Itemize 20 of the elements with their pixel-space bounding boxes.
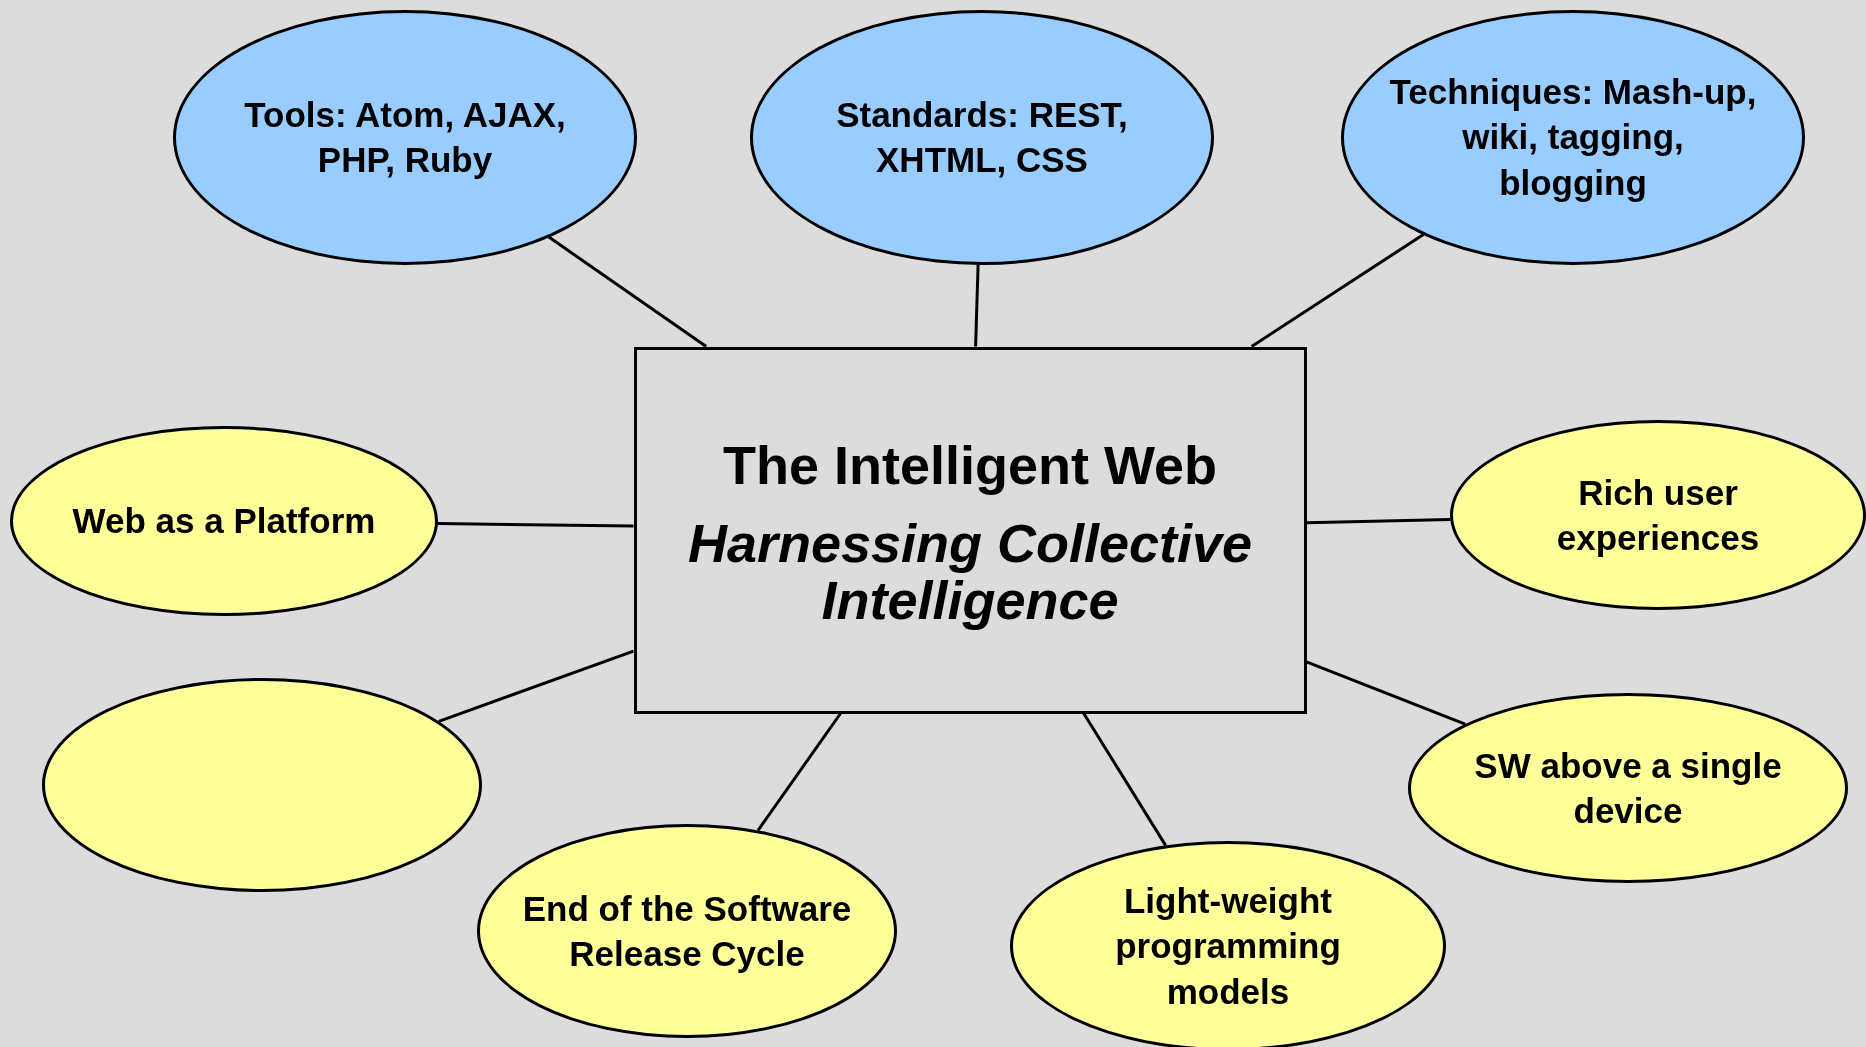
- topic-text: Standards: REST, XHTML, CSS: [835, 93, 1129, 181]
- topic-text: End of the Software Release Cycle: [521, 887, 853, 975]
- topic-text: Techniques: Mash-up, wiki, tagging, blogging: [1388, 70, 1758, 204]
- topic-text: Web as a Platform: [72, 500, 376, 543]
- central-box: [633, 346, 1307, 714]
- topic-text: Rich user experiences: [1555, 471, 1761, 559]
- topic-text: SW above a single device: [1473, 744, 1783, 832]
- connector-line: [437, 522, 634, 528]
- topic-text: Tools: Atom, AJAX, PHP, Ruby: [243, 93, 567, 181]
- connector-line: [1082, 712, 1167, 847]
- connector-line: [438, 649, 634, 723]
- connector-line: [756, 712, 842, 832]
- subtitle-text: Harnessing Collective Intelligence: [686, 515, 1254, 629]
- connector-line: [1306, 518, 1451, 525]
- connector-line: [1305, 660, 1466, 726]
- topic-text: Light-weight programming models: [1114, 879, 1342, 1013]
- connector-line: [1250, 233, 1425, 348]
- connector-line: [974, 264, 980, 347]
- title-text: The Intelligent Web: [723, 433, 1217, 497]
- connector-line: [547, 235, 708, 348]
